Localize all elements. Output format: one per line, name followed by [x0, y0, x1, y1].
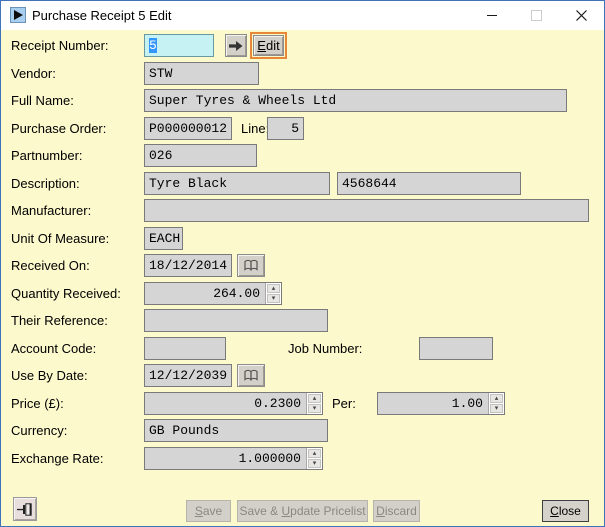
spin-up-button[interactable]: ▴	[308, 449, 321, 458]
right-arrow-icon	[229, 40, 243, 51]
edit-button[interactable]: Edit	[253, 35, 284, 56]
spin-up-button[interactable]: ▴	[267, 284, 280, 293]
price-spinner: ▴ ▾	[306, 393, 322, 414]
description-code-field[interactable]: 4568644	[337, 172, 521, 195]
minimize-button[interactable]	[469, 1, 514, 30]
full-name-field[interactable]: Super Tyres & Wheels Ltd	[144, 89, 567, 112]
exchange-rate-spinbox: 1.000000 ▴ ▾	[144, 447, 323, 470]
quantity-spinner: ▴ ▾	[265, 283, 281, 304]
save-button[interactable]: Save	[186, 500, 231, 522]
discard-button[interactable]: Discard	[373, 500, 420, 522]
selected-text: 5	[149, 38, 157, 53]
price-spinbox: 0.2300 ▴ ▾	[144, 392, 323, 415]
full-name-label: Full Name:	[11, 93, 74, 108]
description-field[interactable]: Tyre Black	[144, 172, 330, 195]
quantity-received-field[interactable]: 264.00	[213, 286, 260, 301]
partnumber-field[interactable]: 026	[144, 144, 257, 167]
window-title: Purchase Receipt 5 Edit	[32, 8, 172, 23]
edit-button-focus-ring: Edit	[250, 32, 287, 59]
manufacturer-label: Manufacturer:	[11, 203, 92, 218]
open-book-icon	[244, 369, 258, 381]
spin-up-button[interactable]: ▴	[490, 394, 503, 403]
pin-window-button[interactable]	[13, 497, 37, 521]
spin-up-button[interactable]: ▴	[308, 394, 321, 403]
purchase-order-label: Purchase Order:	[11, 121, 107, 136]
use-by-date-field[interactable]: 12/12/2039	[144, 364, 232, 387]
maximize-icon	[531, 10, 542, 21]
description-label: Description:	[11, 176, 80, 191]
unit-of-measure-field[interactable]: EACH	[144, 227, 183, 250]
partnumber-label: Partnumber:	[11, 148, 83, 163]
unit-of-measure-label: Unit Of Measure:	[11, 231, 110, 246]
received-on-label: Received On:	[11, 258, 90, 273]
price-label: Price (£):	[11, 396, 64, 411]
close-window-button[interactable]	[559, 1, 604, 30]
exchange-rate-spinner: ▴ ▾	[306, 448, 322, 469]
account-code-label: Account Code:	[11, 341, 97, 356]
currency-field[interactable]: GB Pounds	[144, 419, 328, 442]
titlebar[interactable]: Purchase Receipt 5 Edit	[1, 1, 604, 30]
currency-label: Currency:	[11, 423, 68, 438]
line-label: Line:	[241, 121, 270, 136]
received-on-date-lookup-button[interactable]	[237, 254, 265, 277]
job-number-label: Job Number:	[288, 341, 363, 356]
price-field[interactable]: 0.2300	[254, 396, 301, 411]
exchange-rate-label: Exchange Rate:	[11, 451, 104, 466]
receipt-number-input[interactable]: 5	[144, 34, 214, 57]
exchange-rate-field[interactable]: 1.000000	[238, 451, 301, 466]
save-update-pricelist-button[interactable]: Save & Update Pricelist	[237, 500, 368, 522]
purchase-order-field[interactable]: P000000012	[144, 117, 232, 140]
line-field[interactable]: 5	[267, 117, 304, 140]
received-on-field[interactable]: 18/12/2014	[144, 254, 232, 277]
use-by-date-lookup-button[interactable]	[237, 364, 265, 387]
close-button[interactable]: Close	[542, 500, 589, 522]
push-pin-icon	[16, 502, 32, 516]
app-icon	[10, 7, 26, 23]
receipt-number-label: Receipt Number:	[11, 38, 109, 53]
quantity-received-spinbox: 264.00 ▴ ▾	[144, 282, 282, 305]
quantity-received-label: Quantity Received:	[11, 286, 121, 301]
job-number-field[interactable]	[419, 337, 493, 360]
vendor-label: Vendor:	[11, 66, 56, 81]
spin-down-button[interactable]: ▾	[490, 404, 503, 413]
spin-down-button[interactable]: ▾	[308, 459, 321, 468]
maximize-button	[514, 1, 559, 30]
per-label: Per:	[332, 396, 356, 411]
manufacturer-field[interactable]	[144, 199, 589, 222]
goto-receipt-button[interactable]	[225, 34, 247, 57]
account-code-field[interactable]	[144, 337, 226, 360]
minimize-icon	[486, 15, 497, 16]
per-spinner: ▴ ▾	[488, 393, 504, 414]
vendor-field[interactable]: STW	[144, 62, 259, 85]
per-spinbox: 1.00 ▴ ▾	[377, 392, 505, 415]
spin-down-button[interactable]: ▾	[267, 294, 280, 303]
open-book-icon	[244, 259, 258, 271]
close-icon	[576, 10, 587, 21]
their-reference-field[interactable]	[144, 309, 328, 332]
their-reference-label: Their Reference:	[11, 313, 108, 328]
spin-down-button[interactable]: ▾	[308, 404, 321, 413]
use-by-date-label: Use By Date:	[11, 368, 88, 383]
per-field[interactable]: 1.00	[451, 396, 483, 411]
